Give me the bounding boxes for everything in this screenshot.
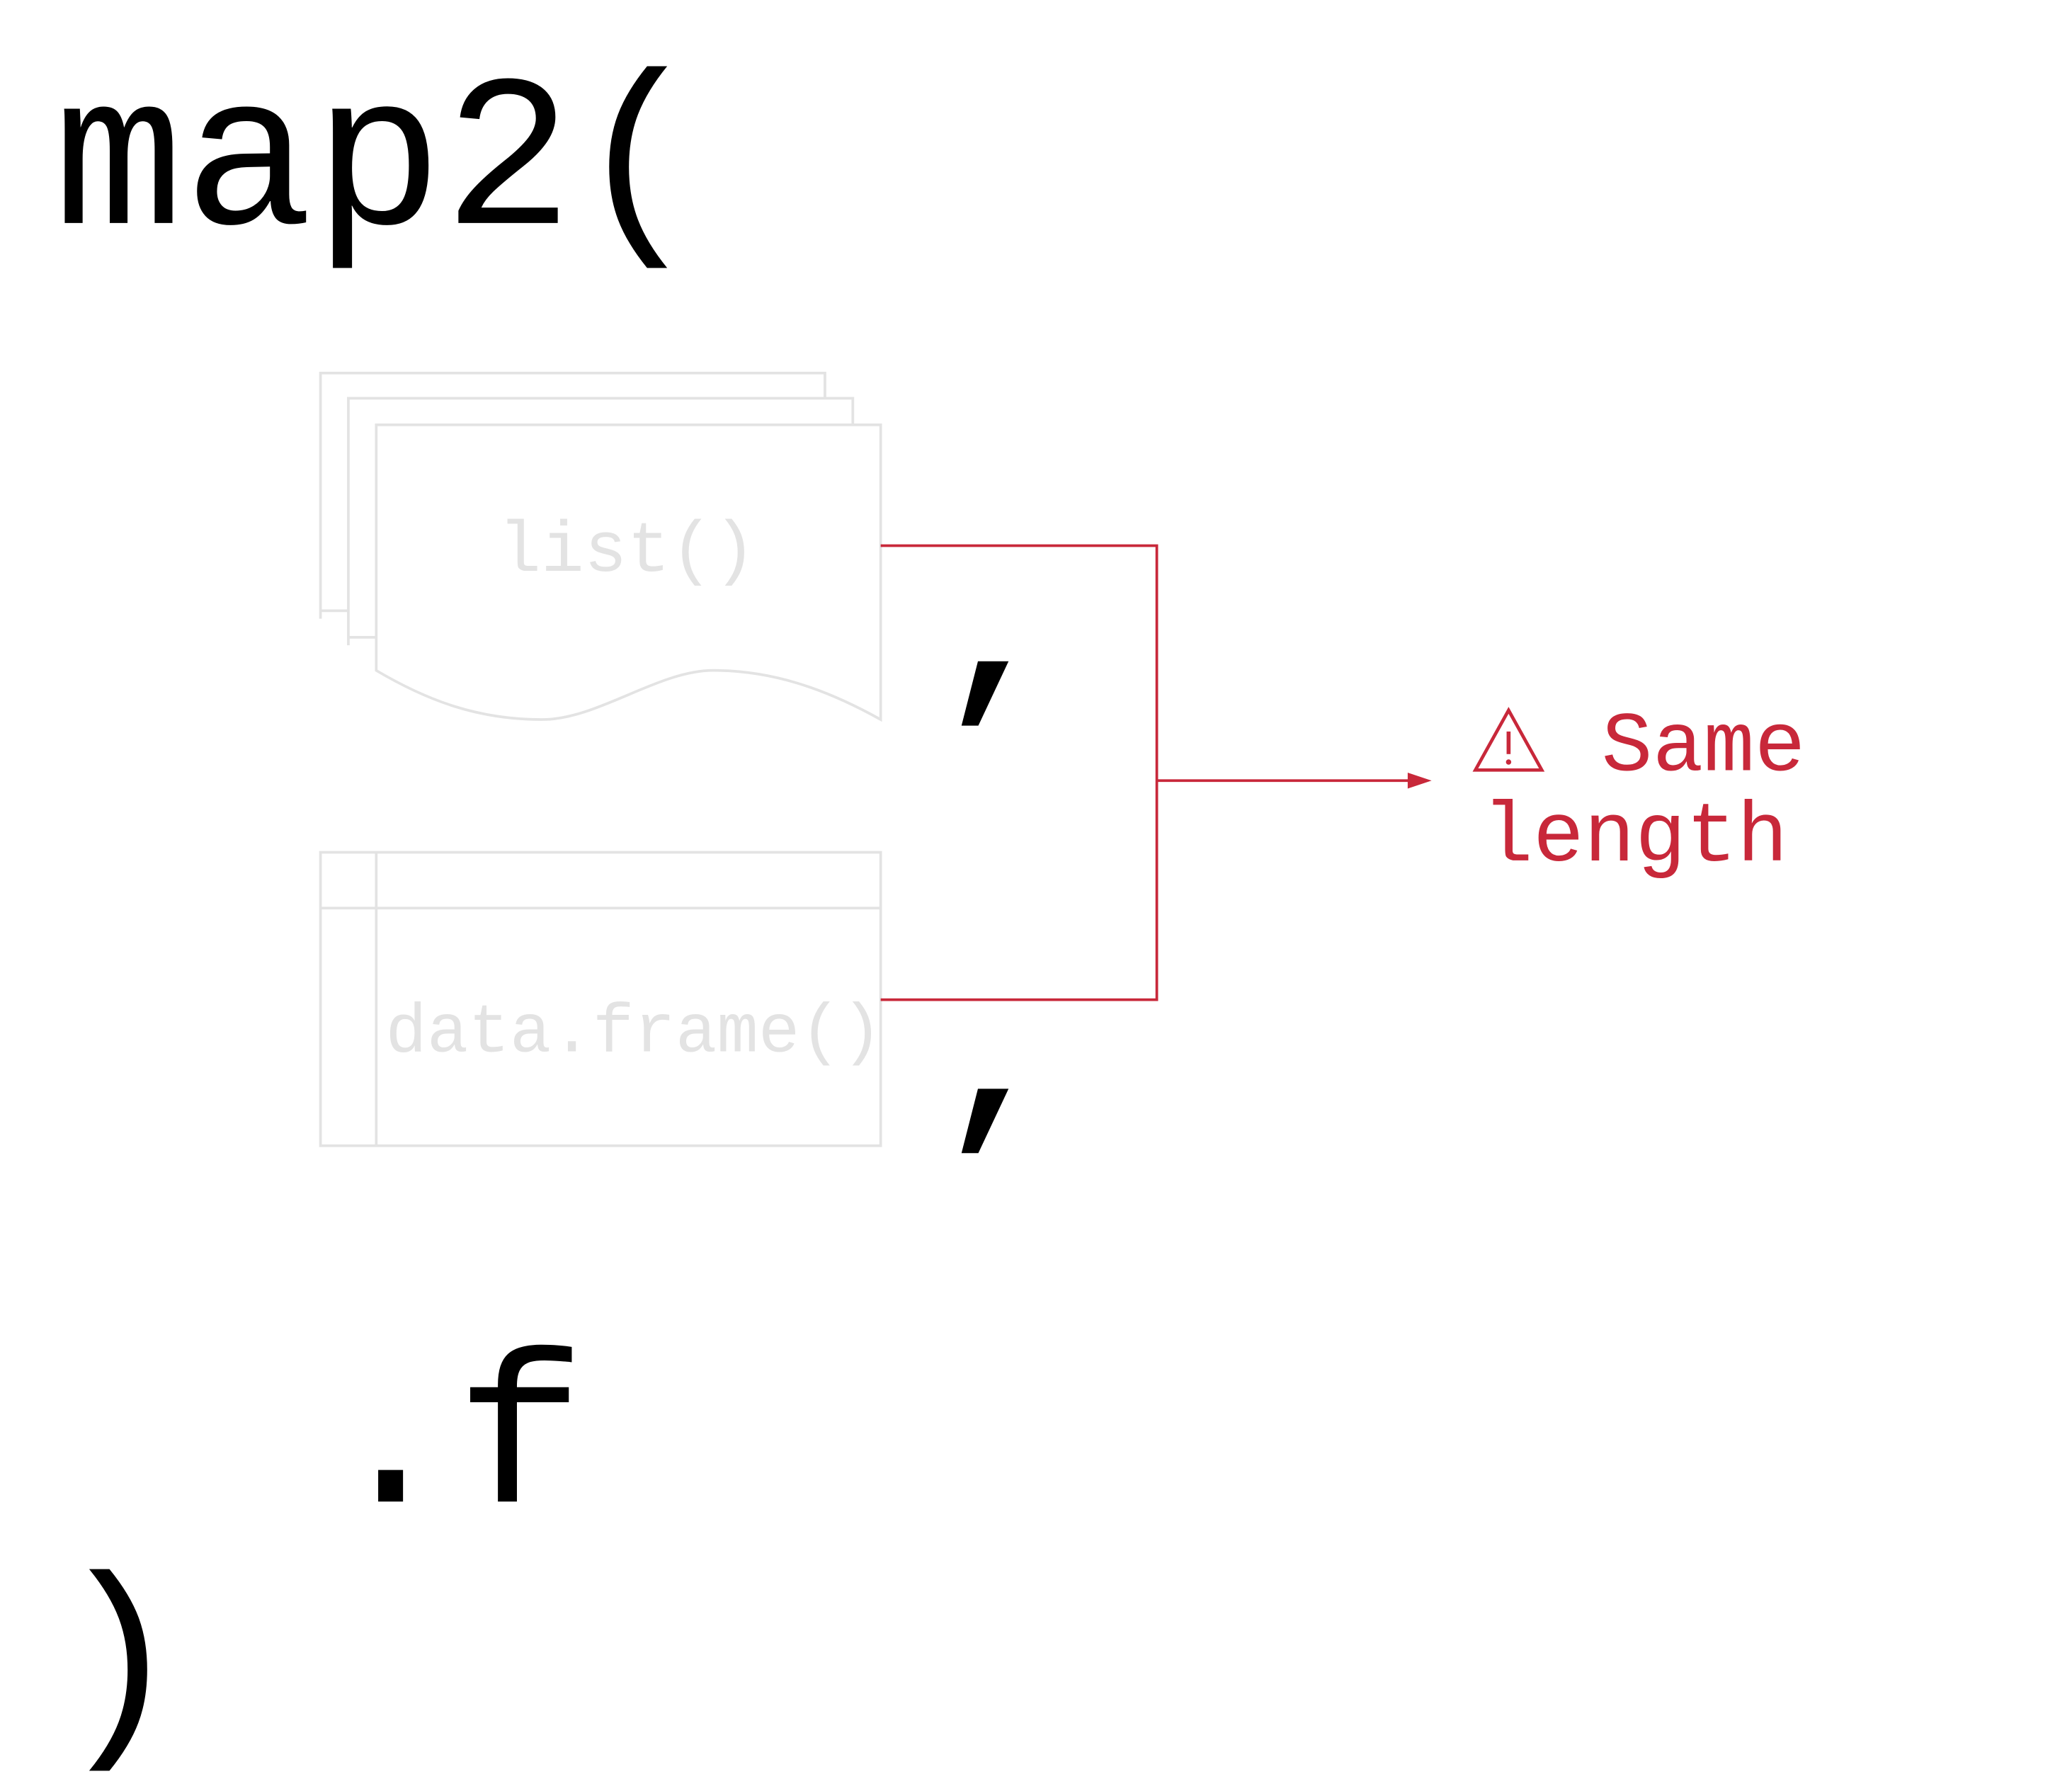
comma-1: ,: [936, 525, 1056, 751]
arrow-head-icon: [1407, 773, 1432, 789]
dataframe-icon: [319, 851, 882, 1147]
list-page-front: [375, 424, 882, 722]
close-paren-code: ): [54, 1546, 183, 1779]
annotation-line2: length: [1482, 790, 1788, 887]
warning-icon: [1472, 707, 1545, 772]
list-stack-icon: [319, 371, 882, 722]
comma-2: ,: [936, 953, 1056, 1178]
same-length-connector: [880, 544, 1411, 1001]
list-label: list(): [498, 512, 756, 593]
map2-open-code: map2(: [54, 43, 703, 288]
dataframe-label: data.frame(): [385, 995, 882, 1073]
function-arg-code: .f: [326, 1322, 586, 1567]
annotation-line1: Same: [1602, 700, 1806, 796]
